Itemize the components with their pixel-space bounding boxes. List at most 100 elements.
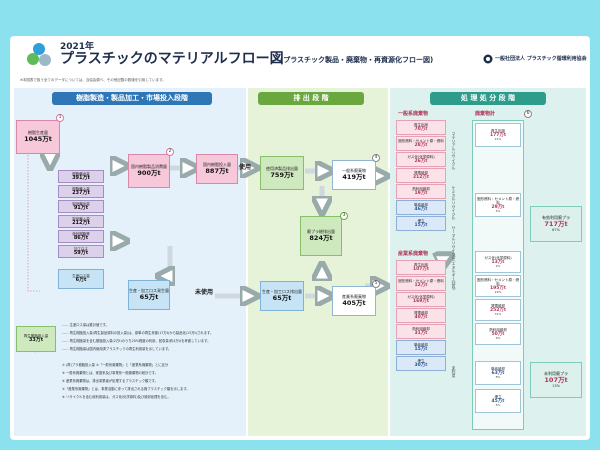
general-waste-label: 一般系廃棄物 xyxy=(342,167,366,173)
unused-waste-label: 未利用廃プラ xyxy=(544,370,568,376)
effective-use-value: 717万t xyxy=(544,219,568,228)
marker-5: 5 xyxy=(372,280,380,288)
product-import-value: 212万t xyxy=(72,219,90,226)
flow-sheet: 2021年 プラスチックのマテリアルフロー図 (プラスチック製品・廃棄物・再資源… xyxy=(10,36,590,440)
industrial-item-value: 30万t xyxy=(414,362,428,368)
waste-total-item-pct: 4% xyxy=(495,208,501,213)
unused-waste-box: 未利用廃プラ 107万t 13% xyxy=(530,362,582,398)
industrial-item-label: 熱利用焼却 xyxy=(412,326,430,331)
general-item-label: 熱利用焼却 xyxy=(412,186,430,191)
header-note: ※本図表で扱う全てのデータについては、当協会調べ、その他記載の数値を引用していま… xyxy=(20,78,166,82)
marker-6: 6 xyxy=(524,110,532,118)
general-item-value: 70万t xyxy=(414,126,428,132)
generation-loss-box: 生産・加工ロス発生量 65万t xyxy=(128,280,170,310)
total-waste-label: 廃プラ総排出量 xyxy=(307,228,335,234)
general-item: 固形燃料・セメント原・燃料 28万t xyxy=(396,136,446,151)
marker-1: 1 xyxy=(56,114,64,122)
waste-total-item-pct: 5% xyxy=(495,402,501,407)
industrial-item: 発電焼却 40万t xyxy=(396,308,446,323)
general-item-label: 再生利用 xyxy=(414,122,428,127)
waste-total-item: 固形燃料・セメント原・燃料 29万t 4% xyxy=(475,193,521,217)
loss-discharge-label: 生産・加工ロス排出量 xyxy=(262,288,302,294)
used-product-discharge-value: 759万t xyxy=(270,170,294,179)
general-item-label: 単純焼却 xyxy=(414,202,428,207)
general-item-label: ガス化(化学原料) xyxy=(407,154,435,159)
effective-use-label: 有効利用廃プラ xyxy=(542,214,570,220)
resin-production-label: 樹脂生産量 xyxy=(28,129,48,135)
legend-note: …… 再生樹脂量を含む樹脂投入量(2万t)のうち20%程度の利用、回収量(約4万… xyxy=(62,339,211,343)
waste-total-item: ガス化(化学原料) 13万t 2% xyxy=(475,251,521,273)
waste-total-item-label: 固形燃料・セメント原・燃料 xyxy=(477,277,519,286)
used-product-discharge-label: 使用済製品排出量 xyxy=(266,165,298,171)
legend-note: ④ 産業系廃棄物は、排出事業者が処理するプラスチック類です。 xyxy=(62,379,158,383)
domestic-input-label: 国内樹脂投入量 xyxy=(203,161,231,167)
effective-use-pct: 87% xyxy=(552,228,560,233)
industrial-item-label: 発電焼却 xyxy=(414,310,428,315)
legend-note: …… 再生樹脂投入量(再生製品原料の投入量)は、原単の再生資源(17万t)から製… xyxy=(62,331,214,335)
industrial-item: 固形燃料・セメント原・燃料 12万t xyxy=(396,276,446,291)
waste-total-item: 発電焼却 252万t 31% xyxy=(475,299,521,321)
product-export-label: 製品輸出量 xyxy=(72,201,90,206)
stage-discharge: 排 出 段 階 xyxy=(258,92,364,105)
report-year: 2021年 xyxy=(60,42,95,52)
liquid-resin-label: 液状樹脂等 xyxy=(72,231,90,236)
general-item-value: 212万t xyxy=(412,174,430,180)
general-item: 熱利用焼却 19万t xyxy=(396,184,446,199)
processing-loss-value: 59万t xyxy=(73,249,89,256)
recycled-resin-input-value: 33万t xyxy=(28,337,44,344)
general-item-value: 19万t xyxy=(414,190,428,196)
industrial-item-value: 31万t xyxy=(414,330,428,336)
side-label-unused: 未利用 xyxy=(452,366,457,378)
waste-total-title: 廃棄物計 xyxy=(475,111,496,117)
legend-note: ③ 一般系廃棄物とは、家庭系及び事業系一般廃棄物の総計です。 xyxy=(62,371,158,375)
waste-total-item-pct: 6% xyxy=(495,335,501,340)
waste-total-item-label: ガス化(化学原料) xyxy=(484,255,512,260)
stage-production: 樹脂製造・製品加工・市場投入段階 xyxy=(52,92,212,105)
general-item: ガス化(化学原料) 26万t xyxy=(396,152,446,167)
recycled-resin-input-label: 再生樹脂投入量 xyxy=(23,334,49,339)
page-title: プラスチックのマテリアルフロー図 xyxy=(60,51,284,67)
general-list: 再生利用 70万t 固形燃料・セメント原・燃料 28万t ガス化(化学原料) 2… xyxy=(396,120,446,292)
waste-total-item-pct: 24% xyxy=(494,289,502,294)
stage-treatment: 処 理 処 分 段 階 xyxy=(430,92,546,105)
legend-notes: …… 生産ロス量は推計値です。 …… 再生樹脂投入量(再生製品原料の投入量)は、… xyxy=(62,322,252,432)
page-subtitle: (プラスチック製品・廃棄物・再資源化フロー図) xyxy=(280,56,434,64)
general-item-value: 46万t xyxy=(414,206,428,212)
general-item: 埋立 15万t xyxy=(396,216,446,231)
resin-import-label: 樹脂輸入量 xyxy=(72,186,90,191)
general-item: 発電焼却 212万t xyxy=(396,168,446,183)
general-item: 単純焼却 46万t xyxy=(396,200,446,215)
industrial-item-value: 12万t xyxy=(414,282,428,288)
production-loss-box: 生産ロス量 6万t xyxy=(58,269,104,289)
industrial-item: 熱利用焼却 31万t xyxy=(396,324,446,339)
effective-use-box: 有効利用廃プラ 717万t 87% xyxy=(530,206,582,242)
industrial-item: ガス化(化学原料) 169万t xyxy=(396,292,446,307)
waste-total-item-label: 単純焼却 xyxy=(491,366,505,371)
general-item-value: 15万t xyxy=(414,222,428,228)
industrial-item: 単純焼却 15万t xyxy=(396,340,446,355)
waste-total-item-label: 発電焼却 xyxy=(491,303,505,308)
resin-production-box: 樹脂生産量 1045万t xyxy=(16,120,60,154)
industrial-item: 再生利用 107万t xyxy=(396,260,446,275)
resin-production-value: 1045万t xyxy=(24,134,52,143)
production-loss-value: 6万t xyxy=(75,277,87,284)
production-loss-label: 生産ロス量 xyxy=(72,274,90,279)
product-export-value: 91万t xyxy=(73,204,89,211)
marker-2: 2 xyxy=(166,148,174,156)
product-import-box: 製品輸入量 212万t xyxy=(58,215,104,228)
loss-discharge-value: 65万t xyxy=(272,293,292,302)
association-logo-icon xyxy=(27,43,51,66)
domestic-input-value: 887万t xyxy=(205,166,229,175)
resin-export-label: 樹脂輸出量 xyxy=(72,171,90,176)
industrial-item-value: 107万t xyxy=(412,266,430,272)
industrial-item-label: ガス化(化学原料) xyxy=(407,294,435,299)
waste-total-item-value: 177万t xyxy=(489,132,507,138)
legend-note: ⑥ リサイクルを含む総利用量は、ガス化(化学原料)及び焼却処理を含む。 xyxy=(62,395,171,399)
industrial-list: 再生利用 107万t 固形燃料・セメント原・燃料 12万t ガス化(化学原料) … xyxy=(396,260,446,432)
used-label: 使用 xyxy=(239,164,252,171)
org-name: 一般社団法人 プラスチック循環利用協会 xyxy=(495,56,587,62)
general-waste-box: 一般系廃棄物 419万t xyxy=(332,160,376,190)
loss-discharge-box: 生産・加工ロス排出量 65万t xyxy=(260,281,304,311)
unused-label: 未使用 xyxy=(195,289,214,296)
waste-total-list: 再生利用 177万t 21% 固形燃料・セメント原・燃料 29万t 4% ガス化… xyxy=(472,120,524,430)
